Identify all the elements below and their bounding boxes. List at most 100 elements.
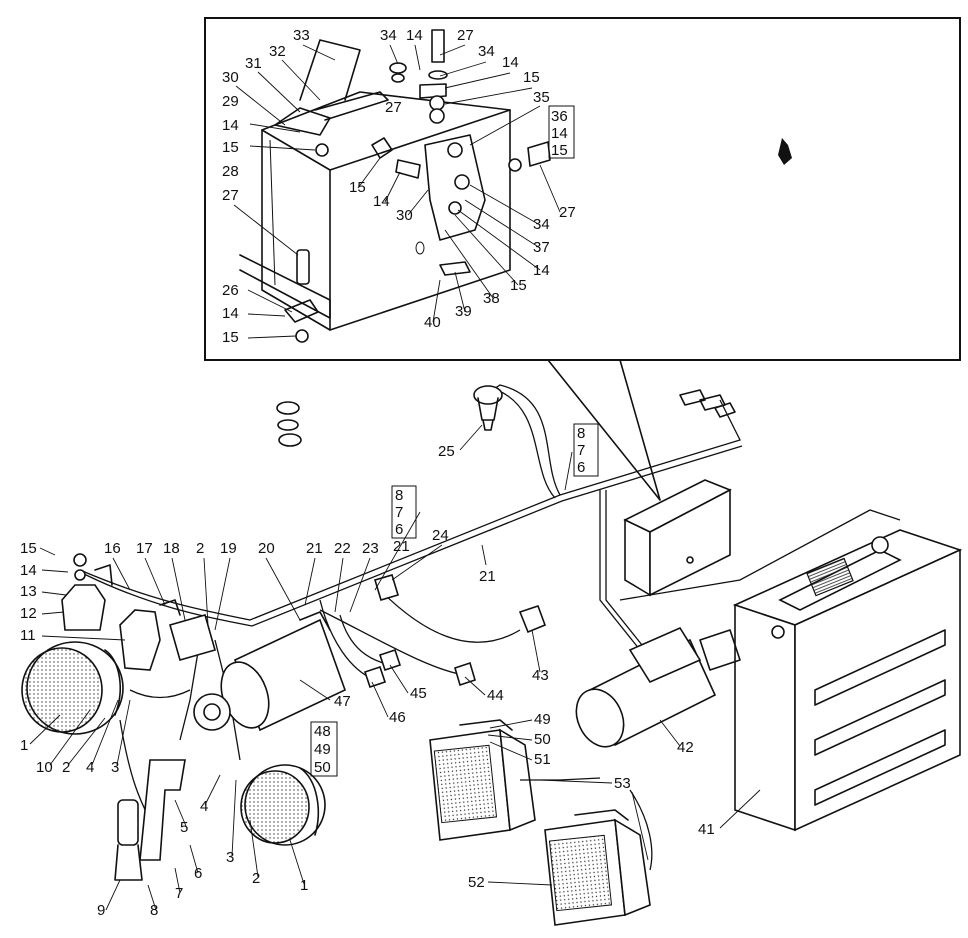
label: 40	[424, 314, 441, 331]
main-leaders	[29, 424, 761, 911]
label: 2	[252, 870, 260, 887]
label: 53	[614, 775, 631, 792]
harness-connectors	[679, 389, 736, 418]
label: 26	[222, 282, 239, 299]
label: 36	[551, 108, 568, 125]
label-box	[310, 721, 338, 777]
label: 43	[532, 667, 549, 684]
headlight-left	[21, 641, 124, 735]
label: 8	[395, 487, 403, 504]
label: 9	[97, 902, 105, 919]
label: 42	[677, 739, 694, 756]
starter-motor	[575, 626, 741, 748]
label: 6	[194, 865, 202, 882]
label: 21	[479, 568, 496, 585]
label: 3	[226, 849, 234, 866]
label: 38	[483, 290, 500, 307]
label: 34	[533, 216, 550, 233]
label: 7	[577, 442, 585, 459]
label: 23	[362, 540, 379, 557]
label: 51	[534, 751, 551, 768]
label: 27	[457, 27, 474, 44]
work-light-upper	[429, 719, 536, 841]
label: 14	[222, 305, 239, 322]
label-box	[548, 105, 575, 159]
label: 15	[551, 142, 568, 159]
label: 14	[551, 125, 568, 142]
label: 15	[222, 329, 239, 346]
label: 18	[163, 540, 180, 557]
ink-mark	[778, 138, 792, 165]
label: 52	[468, 874, 485, 891]
label: 30	[396, 207, 413, 224]
sound-signal	[61, 553, 181, 671]
label: 35	[533, 89, 550, 106]
label: 6	[577, 459, 585, 476]
work-light-lower	[544, 809, 651, 926]
label: 50	[534, 731, 551, 748]
label: 2	[62, 759, 70, 776]
label: 24	[432, 527, 449, 544]
loose-nuts	[276, 401, 302, 447]
alternator	[193, 611, 346, 732]
label: 28	[222, 163, 239, 180]
label: 20	[258, 540, 275, 557]
work-light-wire	[629, 789, 653, 871]
inset-leaders	[233, 44, 561, 339]
label: 49	[534, 711, 551, 728]
label: 4	[200, 798, 208, 815]
label: 15	[222, 139, 239, 156]
relay-box	[623, 479, 732, 597]
label: 25	[438, 443, 455, 460]
label: 14	[502, 54, 519, 71]
label: 12	[20, 605, 37, 622]
lamp-bracket	[114, 759, 186, 881]
label: 27	[222, 187, 239, 204]
label: 1	[20, 737, 28, 754]
detail-inset: 33 34 14 27 34 14 15 32 31 30 27 29 14 1…	[204, 17, 961, 501]
label: 33	[293, 27, 310, 44]
label: 13	[20, 583, 37, 600]
label: 14	[373, 193, 390, 210]
label: 46	[389, 709, 406, 726]
label: 3	[111, 759, 119, 776]
label: 14	[406, 27, 423, 44]
relay-small	[169, 614, 216, 661]
label: 14	[222, 117, 239, 134]
label: 31	[245, 55, 262, 72]
label: 5	[180, 819, 188, 836]
label: 29	[222, 93, 239, 110]
label: 14	[533, 262, 550, 279]
label: 2	[196, 540, 204, 557]
label: 27	[385, 99, 402, 116]
label: 22	[334, 540, 351, 557]
label: 44	[487, 687, 504, 704]
label: 11	[20, 627, 36, 644]
headlight-right	[240, 764, 326, 846]
label: 4	[86, 759, 94, 776]
inset-frame	[204, 17, 961, 361]
label-box	[391, 485, 417, 539]
label: 14	[20, 562, 37, 579]
label: 27	[559, 204, 576, 221]
work-light-wire	[520, 777, 601, 781]
label: 32	[269, 43, 286, 60]
label: 21	[393, 538, 410, 555]
label: 7	[395, 504, 403, 521]
label: 6	[395, 521, 403, 538]
label: 1	[300, 877, 308, 894]
label: 45	[410, 685, 427, 702]
label: 7	[175, 885, 183, 902]
main-assembly: 25 8 7 6 8 7 6 21 24 21 15 16 17 18 2 19…	[20, 384, 963, 926]
label: 49	[314, 741, 331, 758]
label: 34	[380, 27, 397, 44]
label: 8	[150, 902, 158, 919]
label: 48	[314, 723, 331, 740]
label: 10	[36, 759, 53, 776]
label: 50	[314, 759, 331, 776]
sensors	[363, 574, 547, 689]
label: 47	[334, 693, 351, 710]
label: 41	[698, 821, 715, 838]
label: 16	[104, 540, 121, 557]
